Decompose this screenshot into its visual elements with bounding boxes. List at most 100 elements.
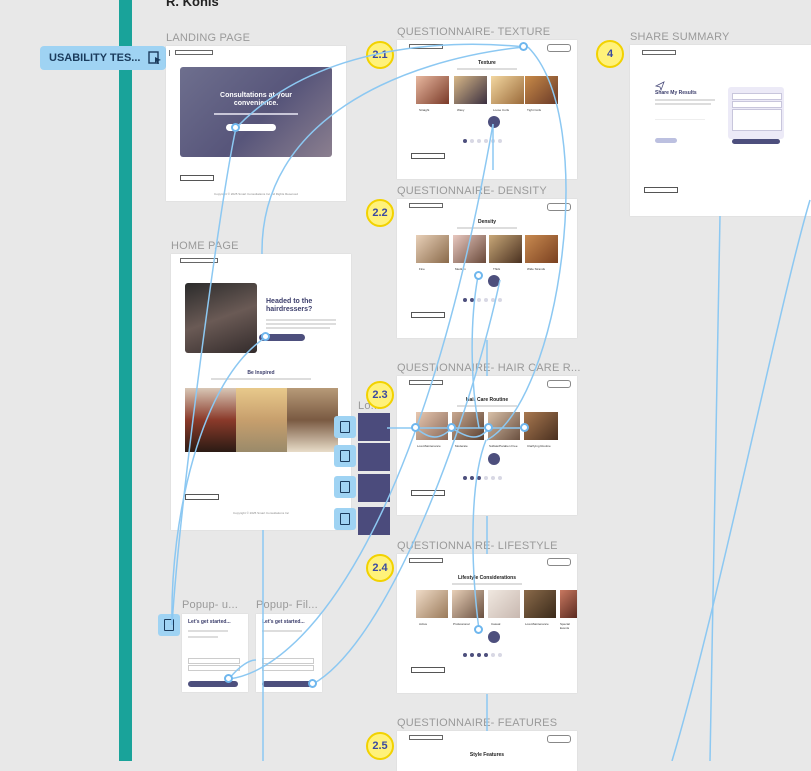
features-title: Style Features [469, 752, 505, 758]
login-frame[interactable] [358, 474, 390, 502]
link-node[interactable] [231, 123, 240, 132]
link-node[interactable] [520, 423, 529, 432]
get-started-pill[interactable] [547, 44, 571, 52]
link-node[interactable] [447, 423, 456, 432]
haircare-option-photo[interactable] [524, 412, 558, 440]
lifestyle-frame[interactable]: Lifestyle Considerations Active Professi… [397, 554, 577, 693]
link-share-curve [671, 199, 811, 761]
lifestyle-subtitle [452, 583, 522, 585]
logo-placeholder [409, 735, 443, 740]
inspiration-photo [287, 388, 338, 452]
density-option-photo[interactable] [416, 235, 449, 263]
get-started-pill[interactable] [547, 558, 571, 566]
menu-icon [169, 50, 172, 56]
name-field[interactable] [732, 93, 782, 100]
summary-list [655, 119, 705, 138]
share-text [655, 99, 715, 101]
footer-logo [411, 490, 445, 496]
logo-placeholder [180, 258, 218, 263]
lifestyle-option-photo[interactable] [452, 590, 484, 618]
step-badge: 2.5 [366, 732, 394, 760]
logo-placeholder [642, 50, 676, 55]
prototype-start-icon[interactable] [158, 614, 180, 636]
get-started-pill[interactable] [547, 380, 571, 388]
prototype-start-icon[interactable] [334, 416, 356, 438]
popup-title: Let's get started... [262, 619, 305, 625]
message-field[interactable] [732, 109, 782, 131]
prototype-start-icon[interactable] [334, 445, 356, 467]
usability-test-tag[interactable]: USABILITY TES... [40, 46, 166, 70]
popup-field[interactable] [188, 658, 240, 664]
footer-logo [411, 667, 445, 673]
lifestyle-option-photo[interactable] [524, 590, 556, 618]
link-texture-loop [486, 46, 567, 441]
texture-option-photo[interactable] [454, 76, 487, 104]
density-label: QUESTIONNAIRE- DENSITY [397, 185, 547, 197]
popup-title: Let's get started... [188, 619, 231, 625]
lifestyle-option-photo[interactable] [416, 590, 448, 618]
get-started-pill[interactable] [547, 203, 571, 211]
login-frame[interactable] [358, 413, 390, 441]
logo-placeholder [409, 558, 443, 563]
logo-placeholder [409, 203, 443, 208]
be-inspired-heading: Be Inspired [247, 370, 275, 376]
progress-dots [463, 298, 502, 302]
share-text [655, 103, 711, 105]
link-share-bottom [709, 215, 721, 761]
link-node[interactable] [261, 332, 270, 341]
email-field[interactable] [732, 101, 782, 108]
link-home-to-popup [171, 336, 267, 626]
lifestyle-option-photo[interactable] [560, 590, 577, 618]
share-summary-frame[interactable]: Share My Results [630, 45, 811, 216]
login-frame[interactable] [358, 443, 390, 471]
lifestyle-option-photo[interactable] [488, 590, 520, 618]
link-node[interactable] [474, 271, 483, 280]
link-node[interactable] [224, 674, 233, 683]
link-node[interactable] [411, 423, 420, 432]
density-frame[interactable]: Density Fine Medium Thick Wide Strands [397, 199, 577, 338]
prototype-start-icon[interactable] [334, 476, 356, 498]
get-started-pill[interactable] [547, 735, 571, 743]
option-caption: Low-Maintenance [525, 622, 549, 626]
footer-logo [411, 153, 445, 159]
option-caption: Clarifying Routine [527, 444, 551, 448]
option-caption: Fine [419, 267, 425, 271]
home-start-button[interactable] [259, 334, 305, 341]
popup-continue-button[interactable] [262, 681, 312, 687]
home-page-frame[interactable]: Headed to the hairdressers? Be Inspired … [171, 254, 351, 530]
home-copyright: Copyright © 2025 Smart Consultations Inc [232, 511, 290, 515]
popup-u-frame[interactable]: Let's get started... [182, 614, 248, 692]
landing-start-button[interactable] [226, 124, 276, 131]
cursor-frame-icon [148, 51, 161, 64]
texture-option-photo[interactable] [416, 76, 449, 104]
density-option-photo[interactable] [489, 235, 522, 263]
footer-logo [180, 175, 214, 181]
next-arrow-button[interactable] [488, 275, 500, 287]
footer-logo [411, 312, 445, 318]
send-button[interactable] [732, 139, 780, 144]
prototype-start-icon[interactable] [334, 508, 356, 530]
option-caption: Wide Strands [527, 267, 546, 271]
next-arrow-button[interactable] [488, 453, 500, 465]
link-texture-to-home [261, 46, 525, 255]
landing-copyright: Copyright © 2025 Smart Consultations Inc… [214, 192, 298, 196]
inspired-subtext [211, 378, 311, 380]
popup-line [262, 630, 302, 632]
hero-line [266, 319, 336, 321]
share-copy-button[interactable] [655, 138, 677, 143]
link-node[interactable] [474, 625, 483, 634]
texture-option-photo[interactable] [491, 76, 524, 104]
next-arrow-button[interactable] [488, 631, 500, 643]
link-node[interactable] [519, 42, 528, 51]
link-landing-to-texture [235, 43, 525, 129]
link-node[interactable] [484, 423, 493, 432]
density-option-photo[interactable] [525, 235, 558, 263]
option-caption: Sulfate/Paraben Free [489, 444, 518, 448]
landing-page-frame[interactable]: Consultations at your convenience. Copyr… [166, 46, 346, 201]
step-badge: 4 [596, 40, 624, 68]
next-arrow-button[interactable] [488, 116, 500, 128]
link-node[interactable] [308, 679, 317, 688]
popup-continue-button[interactable] [188, 681, 238, 687]
home-hero-title: Headed to the hairdressers? [266, 298, 313, 313]
login-frame[interactable] [358, 507, 390, 535]
